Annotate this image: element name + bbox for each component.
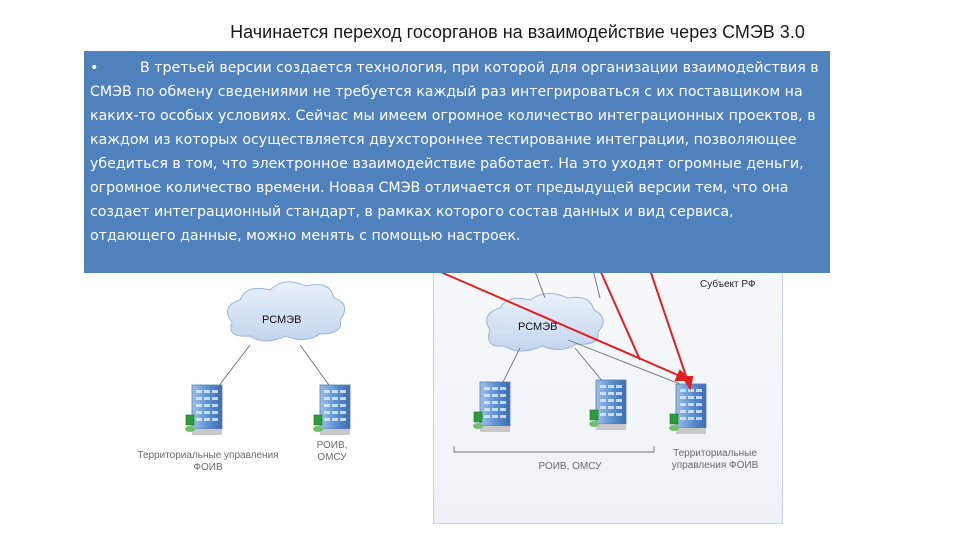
red-arrows bbox=[435, 269, 694, 391]
left-cloud-label: РСМЭВ bbox=[262, 314, 302, 326]
node-label-right-1: РОИВ, ОМСУ bbox=[538, 461, 602, 472]
building-icon bbox=[312, 384, 351, 436]
info-textbox: •В третьей версии создается технология, … bbox=[84, 51, 830, 273]
right-bracket bbox=[453, 446, 655, 453]
right-cloud bbox=[486, 293, 604, 352]
info-paragraph: В третьей версии создается технология, п… bbox=[90, 60, 819, 244]
building-icon bbox=[668, 383, 707, 435]
building-icon bbox=[472, 381, 511, 433]
left-cloud bbox=[227, 281, 346, 342]
node-label-left-2: РОИВ, ОМСУ bbox=[316, 440, 348, 463]
building-icon bbox=[184, 384, 223, 436]
right-cloud-label: РСМЭВ bbox=[518, 321, 558, 333]
slide-title: Начинается переход госорганов на взаимод… bbox=[230, 22, 805, 42]
node-label-left-1: Территориальные управления ФОИВ bbox=[137, 450, 279, 473]
building-icon bbox=[588, 379, 627, 431]
left-links bbox=[213, 344, 335, 393]
node-label-right-2: Территориальные управления ФОИВ bbox=[671, 448, 759, 471]
subject-label: Субъект РФ bbox=[700, 279, 756, 290]
bullet-icon: • bbox=[90, 60, 99, 76]
